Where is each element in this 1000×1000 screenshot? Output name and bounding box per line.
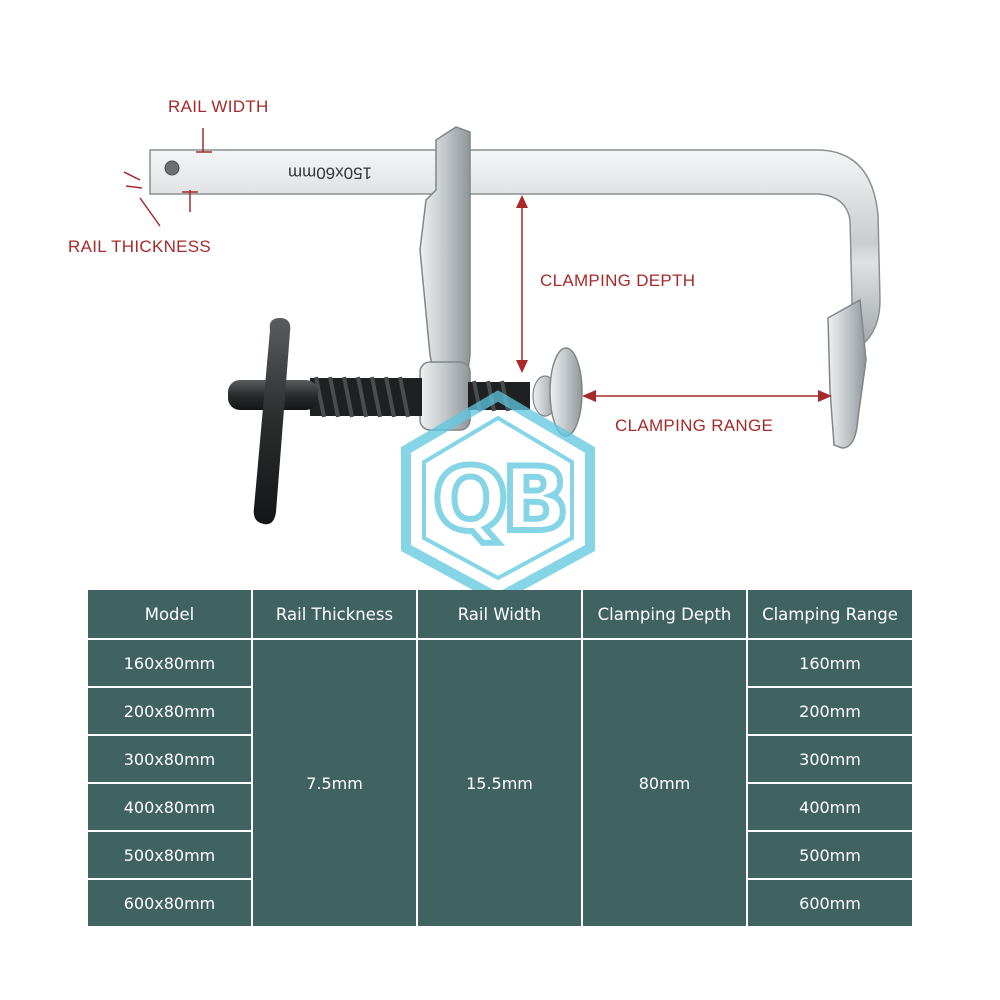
svg-text:150x60mm: 150x60mm (288, 164, 372, 183)
rail-width-value: 15.5mm (418, 640, 581, 926)
header-clamping-range: Clamping Range (748, 590, 912, 638)
header-rail-width: Rail Width (418, 590, 581, 638)
clamping-range-cell: 300mm (748, 736, 912, 782)
qb-watermark: QB (401, 390, 595, 604)
product-illustration: 150x60mm QB RAIL W (68, 97, 881, 604)
model-cell: 500x80mm (88, 832, 251, 878)
model-cell: 160x80mm (88, 640, 251, 686)
rail-thickness-label: RAIL THICKNESS (68, 237, 212, 256)
clamp-rail (149, 149, 881, 357)
fixed-jaw-pad (827, 298, 867, 449)
clamping-range-label: CLAMPING RANGE (615, 416, 774, 435)
svg-text:QB: QB (433, 448, 563, 551)
rail-width-label: RAIL WIDTH (168, 97, 269, 116)
clamping-range-cell: 500mm (748, 832, 912, 878)
spec-table: Model Rail Thickness Rail Width Clamping… (88, 590, 912, 926)
clamping-range-cell: 160mm (748, 640, 912, 686)
header-model: Model (88, 590, 251, 638)
model-cell: 300x80mm (88, 736, 251, 782)
model-cell: 600x80mm (88, 880, 251, 926)
header-clamping-depth: Clamping Depth (583, 590, 746, 638)
clamping-range-cell: 400mm (748, 784, 912, 830)
clamping-depth-value: 80mm (583, 640, 746, 926)
model-cell: 400x80mm (88, 784, 251, 830)
header-rail-thickness: Rail Thickness (253, 590, 416, 638)
clamping-range-cell: 200mm (748, 688, 912, 734)
clamping-range-cell: 600mm (748, 880, 912, 926)
model-cell: 200x80mm (88, 688, 251, 734)
t-handle (228, 318, 318, 525)
rail-marking: 150x60mm (288, 164, 372, 183)
f-clamp-image: 150x60mm QB (123, 126, 881, 604)
dimension-lines (123, 128, 832, 402)
rail-thickness-value: 7.5mm (253, 640, 416, 926)
clamping-depth-label: CLAMPING DEPTH (540, 271, 696, 290)
